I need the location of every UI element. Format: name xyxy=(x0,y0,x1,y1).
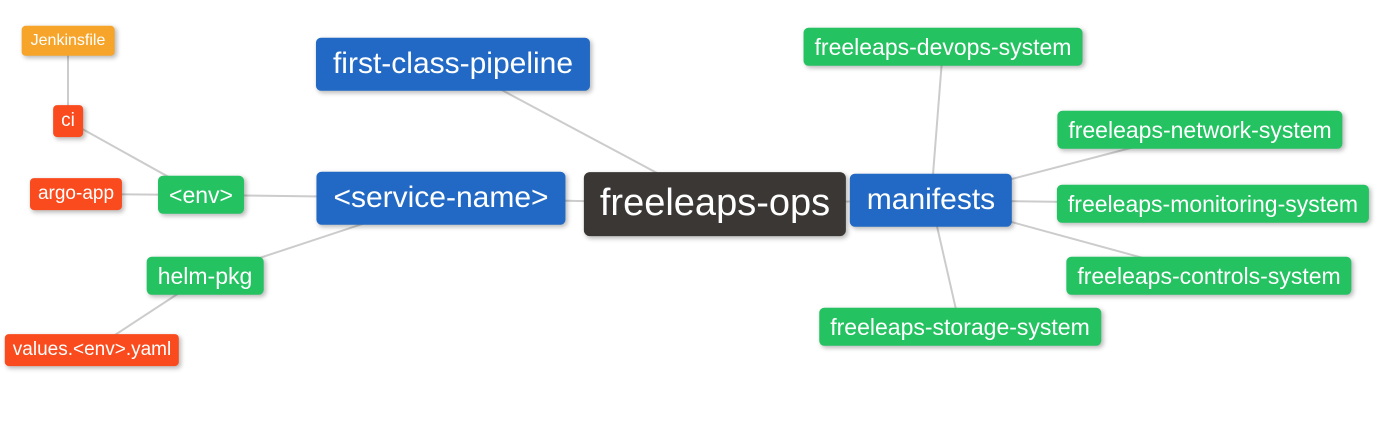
node-values-env-yaml[interactable]: values.<env>.yaml xyxy=(4,334,180,366)
node-env[interactable]: <env> xyxy=(158,175,244,215)
node-freeleaps-devops-system[interactable]: freeleaps-devops-system xyxy=(803,27,1083,67)
node-freeleaps-controls-system[interactable]: freeleaps-controls-system xyxy=(1066,256,1352,296)
node-ci[interactable]: ci xyxy=(53,105,83,137)
node-service-name[interactable]: <service-name> xyxy=(316,171,566,225)
node-jenkinsfile[interactable]: Jenkinsfile xyxy=(21,25,115,57)
node-helm-pkg[interactable]: helm-pkg xyxy=(146,256,264,296)
node-freeleaps-ops[interactable]: freeleaps-ops xyxy=(583,172,847,236)
node-freeleaps-monitoring-system[interactable]: freeleaps-monitoring-system xyxy=(1056,184,1370,224)
node-argo-app[interactable]: argo-app xyxy=(29,178,123,210)
node-manifests[interactable]: manifests xyxy=(849,173,1013,227)
node-freeleaps-storage-system[interactable]: freeleaps-storage-system xyxy=(819,307,1101,347)
node-freeleaps-network-system[interactable]: freeleaps-network-system xyxy=(1057,110,1343,150)
node-first-class-pipeline[interactable]: first-class-pipeline xyxy=(315,37,591,91)
